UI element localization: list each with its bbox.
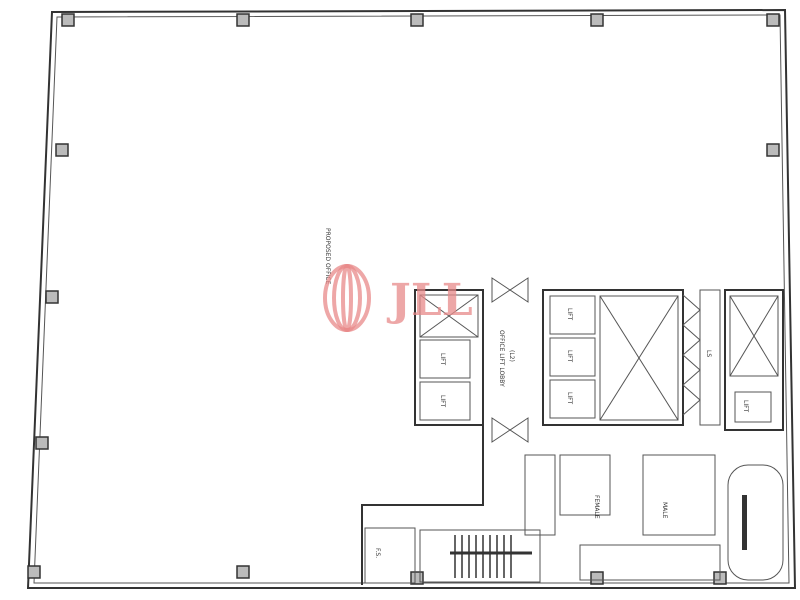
lift-label: LIFT: [566, 308, 573, 320]
columns: [27, 13, 780, 585]
male-label: MALE: [661, 502, 668, 519]
outer-wall: [26, 8, 797, 589]
lift-label: LIFT: [439, 353, 446, 365]
service-area: [361, 425, 784, 585]
lift-label: LIFT: [742, 400, 749, 412]
lift-label: LIFT: [439, 395, 446, 407]
inner-wall: [33, 14, 790, 584]
core: [414, 277, 784, 443]
watermark-text: JLL: [386, 275, 473, 326]
fs-label: F.S.: [374, 548, 381, 558]
area-label: PROPOSED OFFICE: [324, 228, 331, 285]
lobby-level: (L2): [508, 350, 515, 362]
jll-watermark: JLL: [323, 264, 473, 332]
female-label: FEMALE: [593, 495, 600, 519]
lift-label: LIFT: [566, 392, 573, 404]
lift-label: LIFT: [566, 350, 573, 362]
ls-label: LS: [705, 350, 712, 357]
lobby-label: OFFICE LIFT LOBBY: [498, 330, 505, 387]
